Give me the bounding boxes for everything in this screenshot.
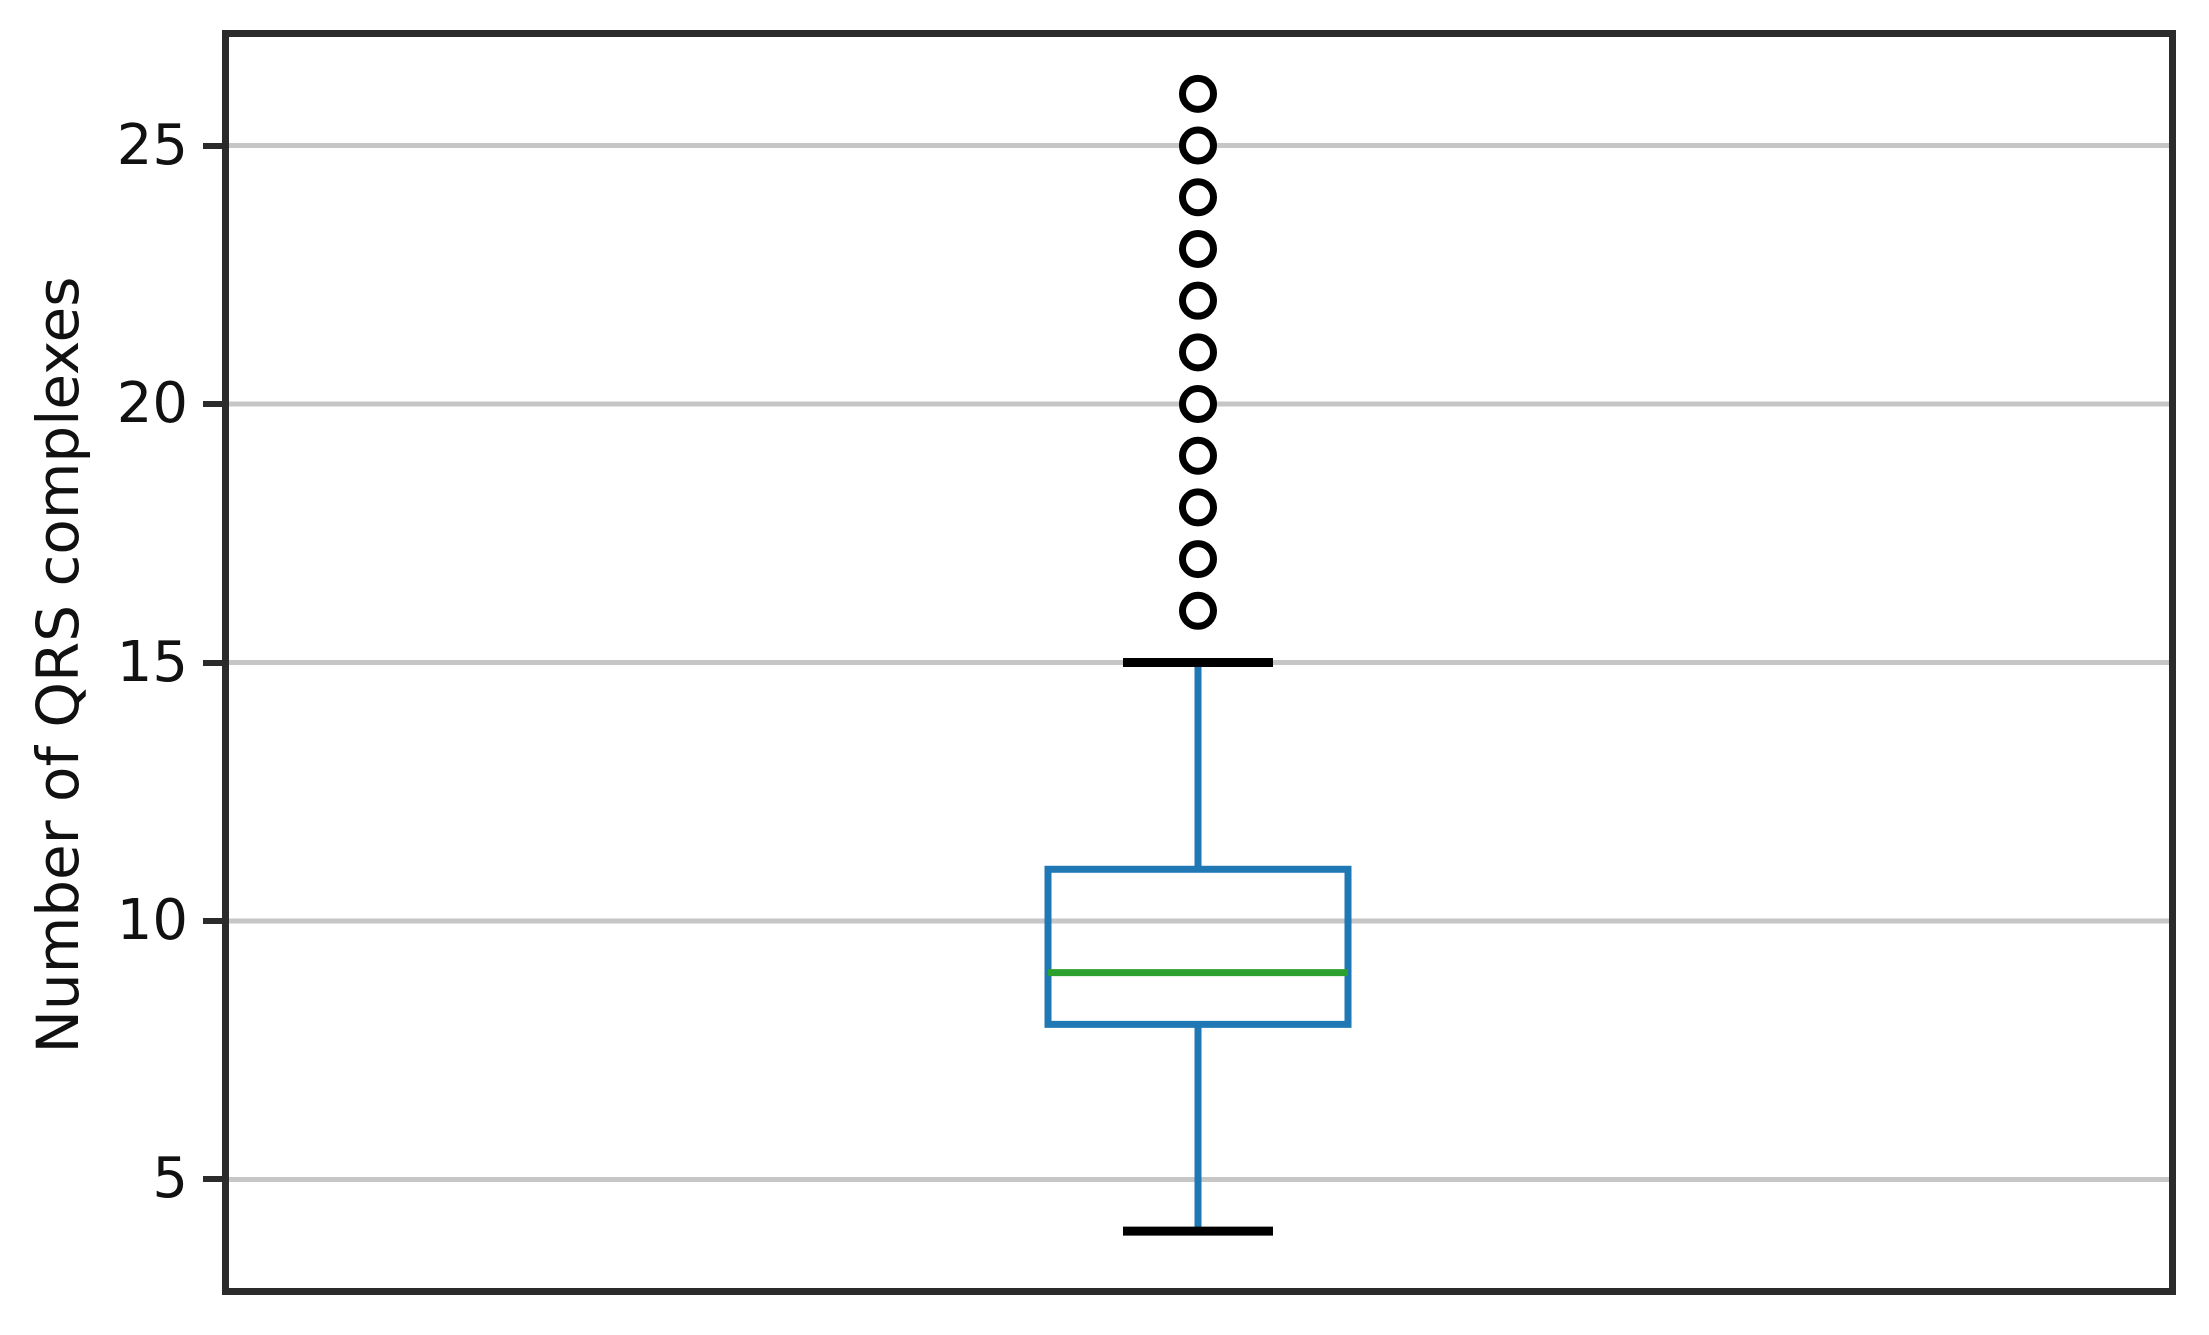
plot-area: [222, 30, 2176, 1295]
y-axis-tick-label: 20: [116, 371, 188, 437]
iqr-box: [1044, 865, 1352, 1028]
y-axis-tick-label: 25: [116, 112, 188, 178]
outlier-marker: [1179, 229, 1217, 268]
outlier-marker: [1179, 540, 1217, 579]
outlier-marker: [1179, 178, 1217, 217]
outlier-marker: [1179, 436, 1217, 475]
outlier-marker: [1179, 333, 1217, 372]
outlier-marker: [1179, 591, 1217, 630]
outlier-marker: [1179, 74, 1217, 113]
y-axis-tick: [203, 401, 222, 408]
y-axis-tick: [203, 917, 222, 924]
y-axis-tick-label: 10: [116, 887, 188, 953]
boxplot-canvas: [229, 74, 2169, 1236]
outlier-marker: [1179, 385, 1217, 424]
y-axis-tick: [203, 659, 222, 666]
y-axis-tick: [203, 142, 222, 149]
y-axis-tick-label: 15: [116, 629, 188, 695]
outlier-marker: [1179, 126, 1217, 165]
y-axis-tick-label: 5: [152, 1146, 188, 1212]
outlier-marker: [1179, 488, 1217, 527]
outlier-marker: [1179, 281, 1217, 320]
y-axis-tick: [203, 1176, 222, 1183]
